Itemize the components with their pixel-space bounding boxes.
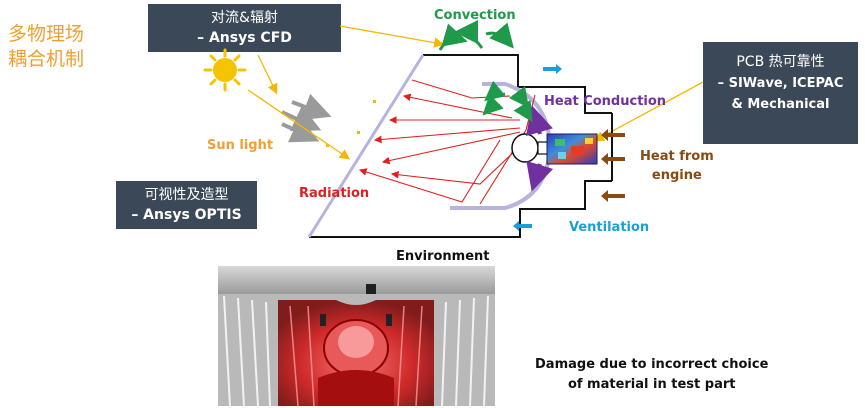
wind-arrows-icon	[282, 102, 324, 138]
pcb-board-icon	[547, 134, 597, 164]
heat-from-engine-label: Heat from engine	[640, 147, 714, 185]
radiation-rays	[360, 80, 535, 204]
sun-light-label: Sun light	[207, 138, 273, 153]
bulb-icon	[512, 134, 548, 162]
environment-label: Environment	[396, 249, 490, 264]
radiation-label: Radiation	[299, 186, 369, 201]
heat-from-engine-line-2: engine	[640, 166, 714, 185]
convection-label: Convection	[434, 8, 516, 23]
sun-icon	[205, 50, 245, 90]
damage-note: Damage due to incorrect choice of materi…	[535, 355, 768, 395]
damage-note-line-2: of material in test part	[535, 375, 768, 395]
damage-note-line-1: Damage due to incorrect choice	[535, 355, 768, 375]
heat-conduction-label: Heat Conduction	[544, 94, 666, 109]
sunlight-rays	[248, 26, 703, 158]
convection-arrows-top	[440, 32, 510, 50]
ventilation-label: Ventilation	[569, 220, 649, 235]
heat-from-engine-line-1: Heat from	[640, 147, 714, 166]
damaged-part-photo	[218, 266, 495, 406]
